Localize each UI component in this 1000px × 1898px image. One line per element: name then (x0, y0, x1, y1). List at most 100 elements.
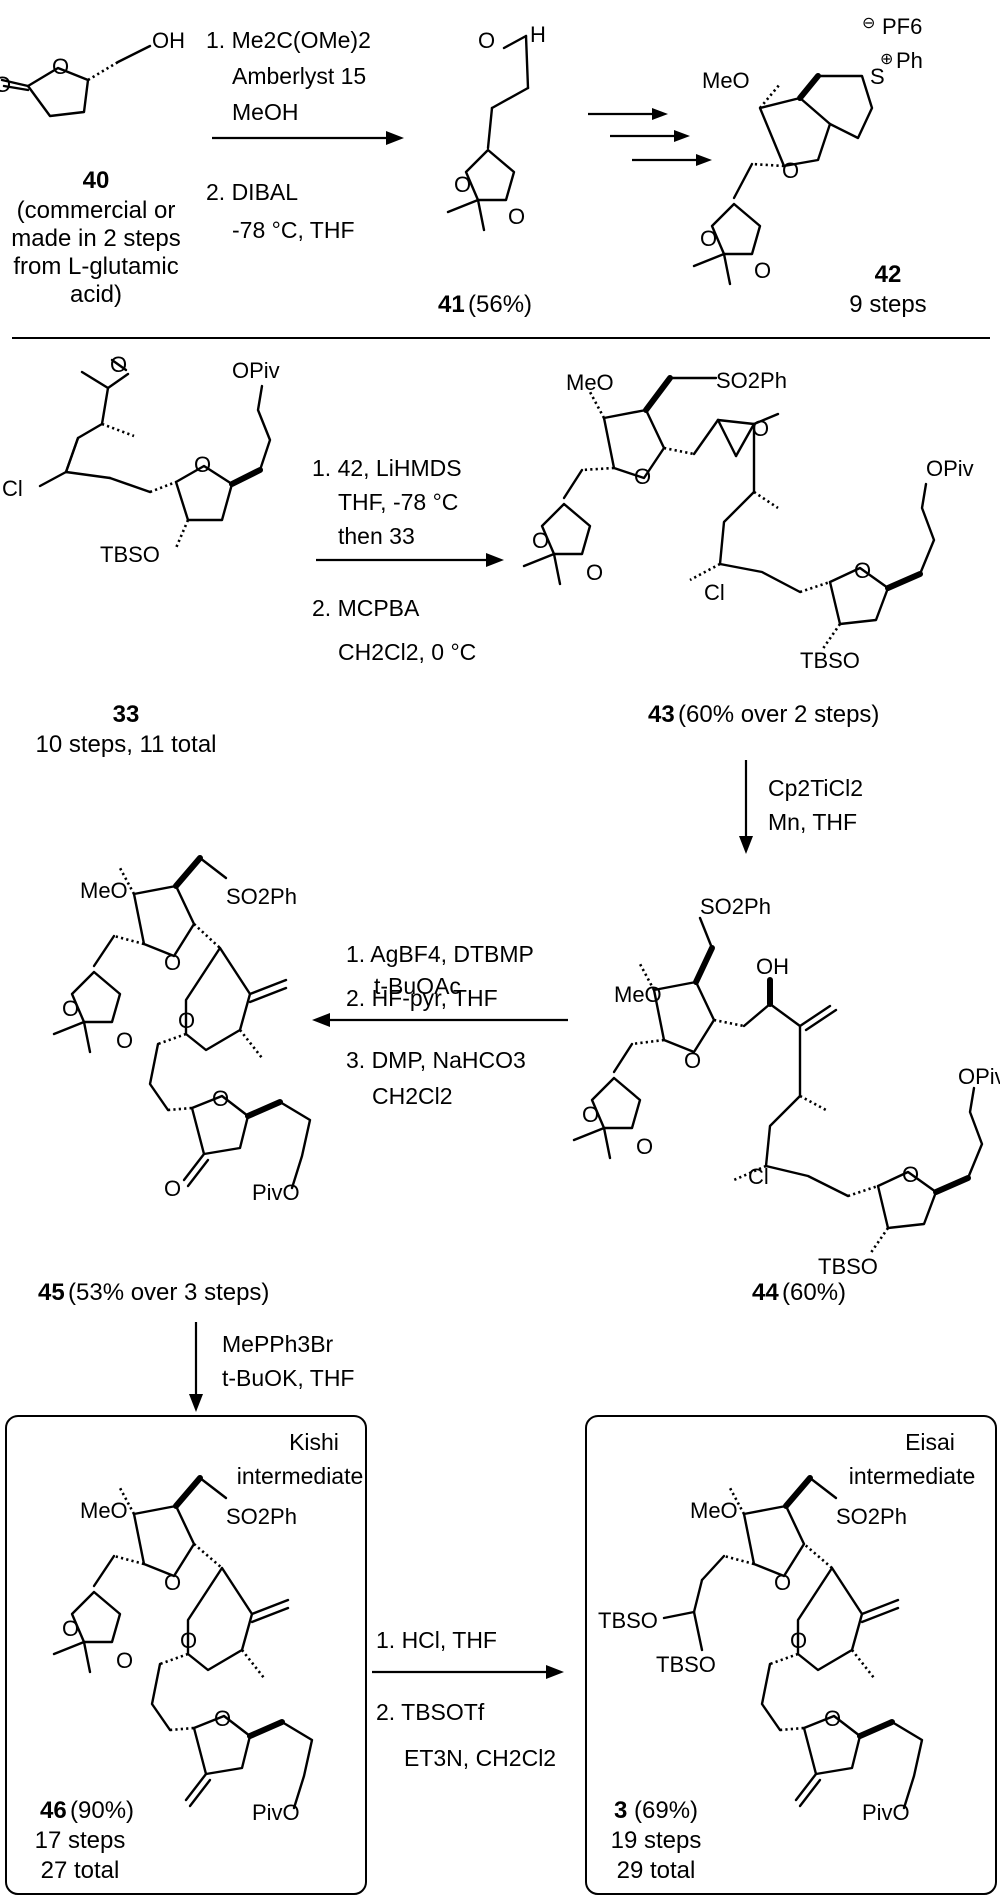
atom-o-33-ring: O (194, 452, 211, 477)
reagent-4-line-3: 2. HF-pyr, THF (346, 985, 498, 1011)
compound-43-number: 43 (648, 701, 675, 728)
atom-o-45-thf: O (212, 1086, 229, 1111)
reagent-2-line-5: CH2Cl2, 0 °C (338, 639, 476, 665)
atom-o-46a: O (62, 1616, 79, 1641)
atom-meo-43: MeO (566, 370, 614, 395)
reagent-2-line-2: THF, -78 °C (338, 489, 458, 515)
compound-41 (446, 34, 530, 232)
atom-o-45-ketone: O (164, 1176, 181, 1201)
compound-42-steps: 9 steps (849, 291, 926, 318)
atom-cl-33: Cl (2, 476, 23, 501)
atom-o-43b: O (586, 560, 603, 585)
atom-o-43-thf: O (854, 558, 871, 583)
reaction-arrow-6 (372, 1665, 564, 1679)
atom-o-3-pyran: O (790, 1628, 807, 1653)
eisai-box-title-2: intermediate (849, 1463, 976, 1489)
compound-44-number: 44 (752, 1279, 779, 1306)
atom-h-41: H (530, 22, 546, 47)
compound-46-yield: (90%) (70, 1797, 134, 1824)
atom-o-33: O (110, 352, 127, 377)
atom-o-46-ring: O (164, 1570, 181, 1595)
reagent-3-line-1: Cp2TiCl2 (768, 775, 863, 801)
reagent-4-line-4: 3. DMP, NaHCO3 (346, 1047, 526, 1073)
atom-o-40b: O (52, 54, 69, 79)
kishi-box-title-2: intermediate (237, 1463, 364, 1489)
reagent-3-line-2: Mn, THF (768, 809, 857, 835)
atom-meo-44: MeO (614, 982, 662, 1007)
compound-42-number: 42 (875, 261, 902, 288)
reaction-arrow-2 (316, 553, 504, 567)
compound-41-yield: (56%) (468, 291, 532, 318)
compound-45-number: 45 (38, 1279, 65, 1306)
compound-45 (52, 855, 312, 1190)
compound-44 (572, 916, 984, 1255)
compound-42 (692, 73, 874, 286)
reagent-6-line-1: 1. HCl, THF (376, 1627, 497, 1653)
reagent-5-line-2: t-BuOK, THF (222, 1365, 355, 1391)
reagent-1-line-4: 2. DIBAL (206, 179, 298, 205)
atom-cl-43: Cl (704, 580, 725, 605)
atom-o-41a: O (454, 172, 471, 197)
minus-sign-42: ⊖ (862, 15, 875, 32)
compound-44-yield: (60%) (782, 1279, 846, 1306)
reagent-2-line-4: 2. MCPBA (312, 595, 420, 621)
atom-opiv-43: OPiv (926, 456, 974, 481)
compound-46-total: 27 total (41, 1857, 120, 1884)
multistep-arrows (588, 108, 712, 166)
plus-sign-42: ⊕ (880, 51, 893, 68)
atom-o-41b: O (508, 204, 525, 229)
reagent-2-line-3: then 33 (338, 523, 415, 549)
reagent-2-line-1: 1. 42, LiHMDS (312, 455, 462, 481)
atom-o-45-pyran: O (178, 1008, 195, 1033)
atom-tbso-44: TBSO (818, 1254, 878, 1279)
atom-o-43-ring: O (634, 464, 651, 489)
compound-3-number: 3 (614, 1797, 627, 1824)
reagent-4-line-1: 1. AgBF4, DTBMP (346, 941, 534, 967)
atom-so2ph-45: SO2Ph (226, 884, 297, 909)
atom-pivo-45: PivO (252, 1180, 300, 1205)
compound-3 (662, 1475, 924, 1810)
compound-40-note-3: from L-glutamic (13, 253, 178, 280)
reaction-arrow-3 (739, 760, 753, 854)
atom-o-3-thf: O (824, 1706, 841, 1731)
atom-opiv-44: OPiv (958, 1064, 1000, 1089)
eisai-box-title-1: Eisai (905, 1429, 955, 1455)
atom-o-44a: O (582, 1102, 599, 1127)
reagent-6-line-2: 2. TBSOTf (376, 1699, 485, 1725)
reagent-1-line-1: 1. Me2C(OMe)2 (206, 27, 371, 53)
atom-so2ph-3: SO2Ph (836, 1504, 907, 1529)
atom-pivo-3: PivO (862, 1800, 910, 1825)
reagent-6-line-3: ET3N, CH2Cl2 (404, 1745, 556, 1771)
atom-meo-45: MeO (80, 878, 128, 903)
atom-o-42b: O (754, 258, 771, 283)
atom-o-44-thf: O (902, 1162, 919, 1187)
atom-ph-42: Ph (896, 48, 923, 73)
reagent-4-line-2: t-BuOAc (374, 973, 461, 999)
atom-o-41: O (478, 28, 495, 53)
atom-tbso-33: TBSO (100, 542, 160, 567)
atom-o-42a: O (700, 226, 717, 251)
reagent-1-line-3: MeOH (232, 99, 298, 125)
atom-o-44-ring: O (684, 1048, 701, 1073)
reagent-4-line-5: CH2Cl2 (372, 1083, 453, 1109)
atom-o-46-pyran: O (180, 1628, 197, 1653)
compound-46-number: 46 (40, 1797, 67, 1824)
atom-oh-40: OH (152, 28, 185, 53)
atom-so2ph-43: SO2Ph (716, 368, 787, 393)
atom-tbso-43: TBSO (800, 648, 860, 673)
atom-opiv-33: OPiv (232, 358, 280, 383)
reagent-1-line-5: -78 °C, THF (232, 217, 355, 243)
atom-meo-46: MeO (80, 1498, 128, 1523)
reagent-1-line-2: Amberlyst 15 (232, 63, 366, 89)
compound-33 (38, 358, 272, 549)
atom-tbso-3a: TBSO (598, 1608, 658, 1633)
atom-o-42: O (782, 158, 799, 183)
kishi-intermediate-box (5, 1415, 367, 1895)
atom-o-3-ring: O (774, 1570, 791, 1595)
compound-46 (52, 1475, 314, 1810)
atom-cl-44: Cl (748, 1164, 769, 1189)
compound-43 (522, 375, 936, 651)
atom-so2ph-44: SO2Ph (700, 894, 771, 919)
compound-33-number: 33 (113, 701, 140, 728)
